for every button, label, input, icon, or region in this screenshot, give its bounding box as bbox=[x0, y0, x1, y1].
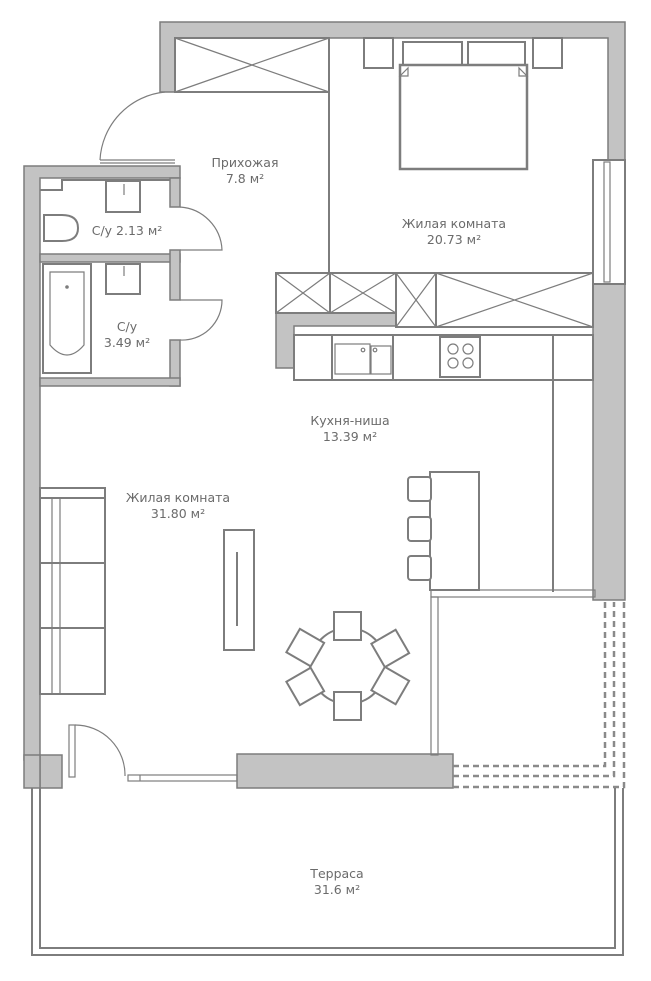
room-name: С/у bbox=[116, 319, 138, 334]
room-label-hallway: Прихожая 7.8 м² bbox=[212, 155, 279, 187]
pillow-icon bbox=[467, 41, 526, 67]
room-label-bathroom-2: С/у 3.49 м² bbox=[104, 319, 150, 351]
bar-stool-icon bbox=[407, 476, 432, 581]
double-bed-icon bbox=[398, 63, 529, 171]
nightstand-icon bbox=[532, 37, 563, 69]
bathroom-1-fixtures bbox=[40, 179, 223, 251]
room-name: С/у 2.13 м² bbox=[91, 223, 163, 238]
room-area: 3.49 м² bbox=[103, 335, 151, 350]
toilet-icon bbox=[43, 214, 80, 242]
room-name: Прихожая bbox=[211, 155, 279, 170]
room-label-terrace: Терраса 31.6 м² bbox=[310, 866, 363, 898]
room-area: 7.8 м² bbox=[225, 171, 265, 186]
round-dining-table-icon bbox=[285, 611, 411, 721]
window-icon bbox=[127, 774, 238, 782]
window-icon bbox=[430, 589, 596, 756]
room-area: 20.73 м² bbox=[426, 232, 482, 247]
room-name: Жилая комната bbox=[401, 216, 507, 231]
room-area: 13.39 м² bbox=[322, 429, 378, 444]
window-icon bbox=[592, 159, 626, 285]
sofa-icon bbox=[39, 487, 106, 695]
living-furniture bbox=[39, 487, 411, 721]
pillow-icon bbox=[402, 41, 463, 67]
wall-bottom-block bbox=[236, 753, 454, 789]
wall-lower-left bbox=[23, 754, 41, 789]
wardrobes bbox=[174, 37, 594, 328]
kitchen-sink-icon bbox=[334, 343, 392, 375]
chair-icon bbox=[285, 611, 411, 721]
wall-bath-partition bbox=[39, 253, 181, 263]
room-area: 31.6 м² bbox=[313, 882, 361, 897]
room-name: Жилая комната bbox=[125, 490, 231, 505]
door-icon[interactable] bbox=[99, 91, 175, 164]
room-label-bedroom: Жилая комната 20.73 м² bbox=[402, 216, 506, 248]
stove-icon bbox=[439, 336, 481, 378]
coffee-table-icon bbox=[223, 529, 255, 651]
bedroom-furniture bbox=[363, 37, 563, 171]
wall-bath-right-2 bbox=[169, 249, 181, 301]
bathroom-2-fixtures bbox=[42, 263, 223, 374]
terrace-outline bbox=[31, 602, 626, 956]
room-name: Кухня-ниша bbox=[310, 413, 390, 428]
bar-counter-icon bbox=[429, 471, 480, 591]
nightstand-icon bbox=[363, 37, 394, 69]
kitchen-furniture bbox=[293, 334, 594, 592]
wall-lower-left-stub bbox=[39, 754, 63, 789]
room-name: Терраса bbox=[310, 866, 364, 881]
room-label-living: Жилая комната 31.80 м² bbox=[126, 490, 230, 522]
sink-icon bbox=[105, 263, 141, 295]
wall-bath-bottom bbox=[39, 377, 181, 387]
room-label-kitchen: Кухня-ниша 13.39 м² bbox=[310, 413, 389, 445]
door-icon[interactable] bbox=[179, 206, 223, 251]
sink-icon bbox=[105, 180, 141, 213]
room-label-bathroom-1: С/у 2.13 м² bbox=[92, 223, 163, 239]
wall-right bbox=[592, 283, 626, 601]
door-icon[interactable] bbox=[179, 299, 223, 341]
door-icon[interactable] bbox=[68, 724, 126, 778]
wall-bath-right-1 bbox=[169, 177, 181, 208]
room-area: 31.80 м² bbox=[150, 506, 206, 521]
walls bbox=[23, 21, 626, 789]
